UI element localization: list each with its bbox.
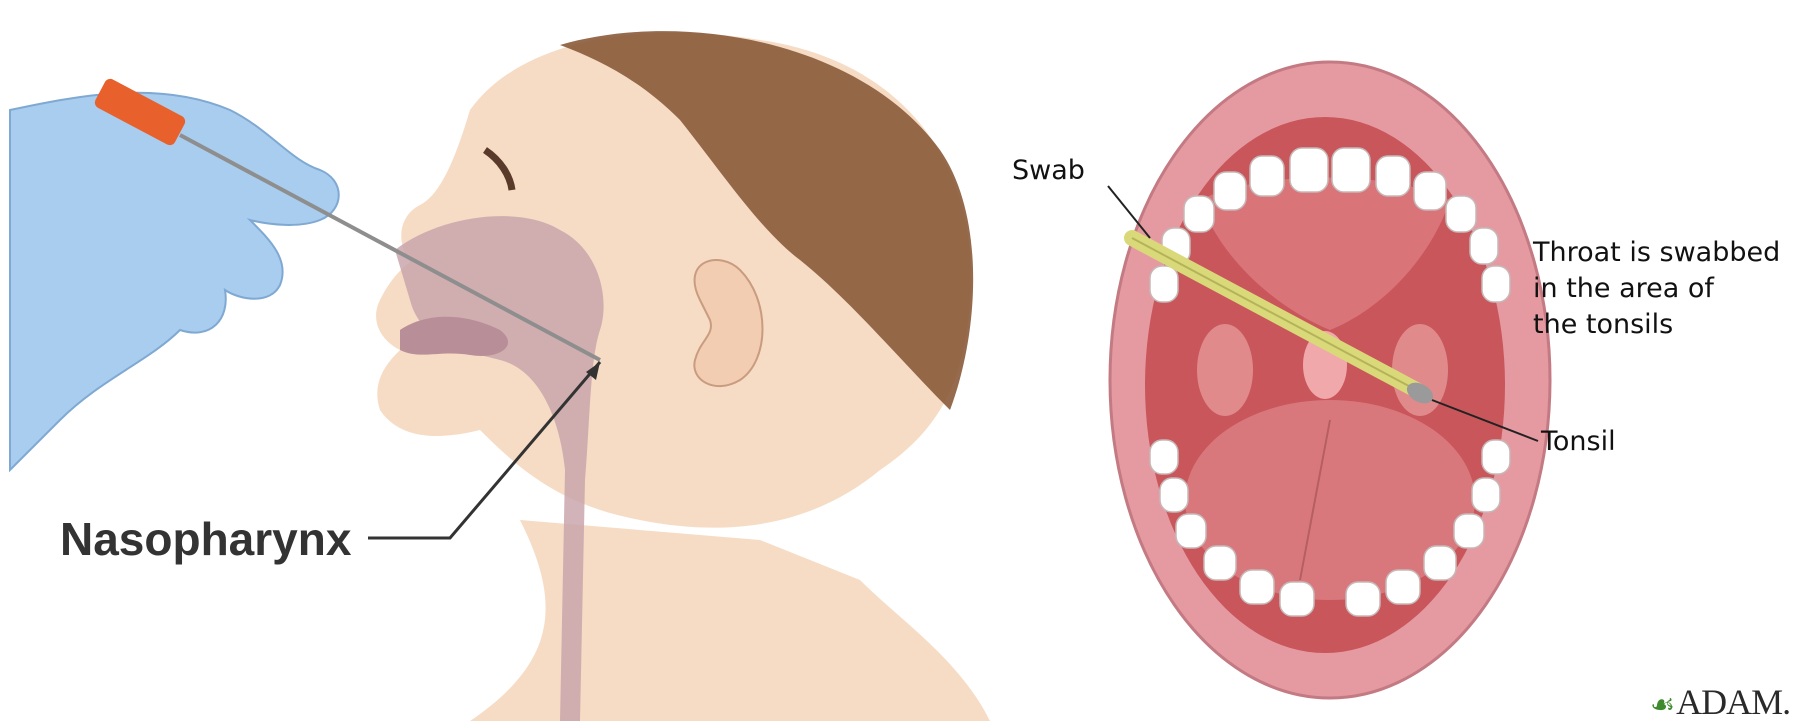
leaf-icon: ☙ bbox=[1650, 690, 1674, 721]
nasopharynx-label: Nasopharynx bbox=[60, 516, 351, 562]
swab-label: Swab bbox=[1012, 157, 1085, 184]
open-mouth bbox=[1110, 62, 1550, 698]
infant-head bbox=[376, 31, 990, 721]
tonsil-left bbox=[1197, 324, 1253, 416]
nasal-cavity bbox=[395, 216, 604, 721]
logo-text: ADAM. bbox=[1676, 682, 1790, 722]
throat-note-line-1: Throat is swabbed bbox=[1533, 235, 1780, 271]
neck bbox=[470, 520, 990, 721]
throat-note: Throat is swabbed in the area of the ton… bbox=[1533, 235, 1780, 343]
tonsil-label: Tonsil bbox=[1541, 428, 1616, 455]
glove bbox=[10, 93, 339, 470]
gloved-hand bbox=[10, 93, 339, 470]
throat-note-line-2: in the area of bbox=[1533, 271, 1780, 307]
adam-logo: ☙ADAM. bbox=[1650, 684, 1790, 720]
throat-note-line-3: the tonsils bbox=[1533, 307, 1780, 343]
